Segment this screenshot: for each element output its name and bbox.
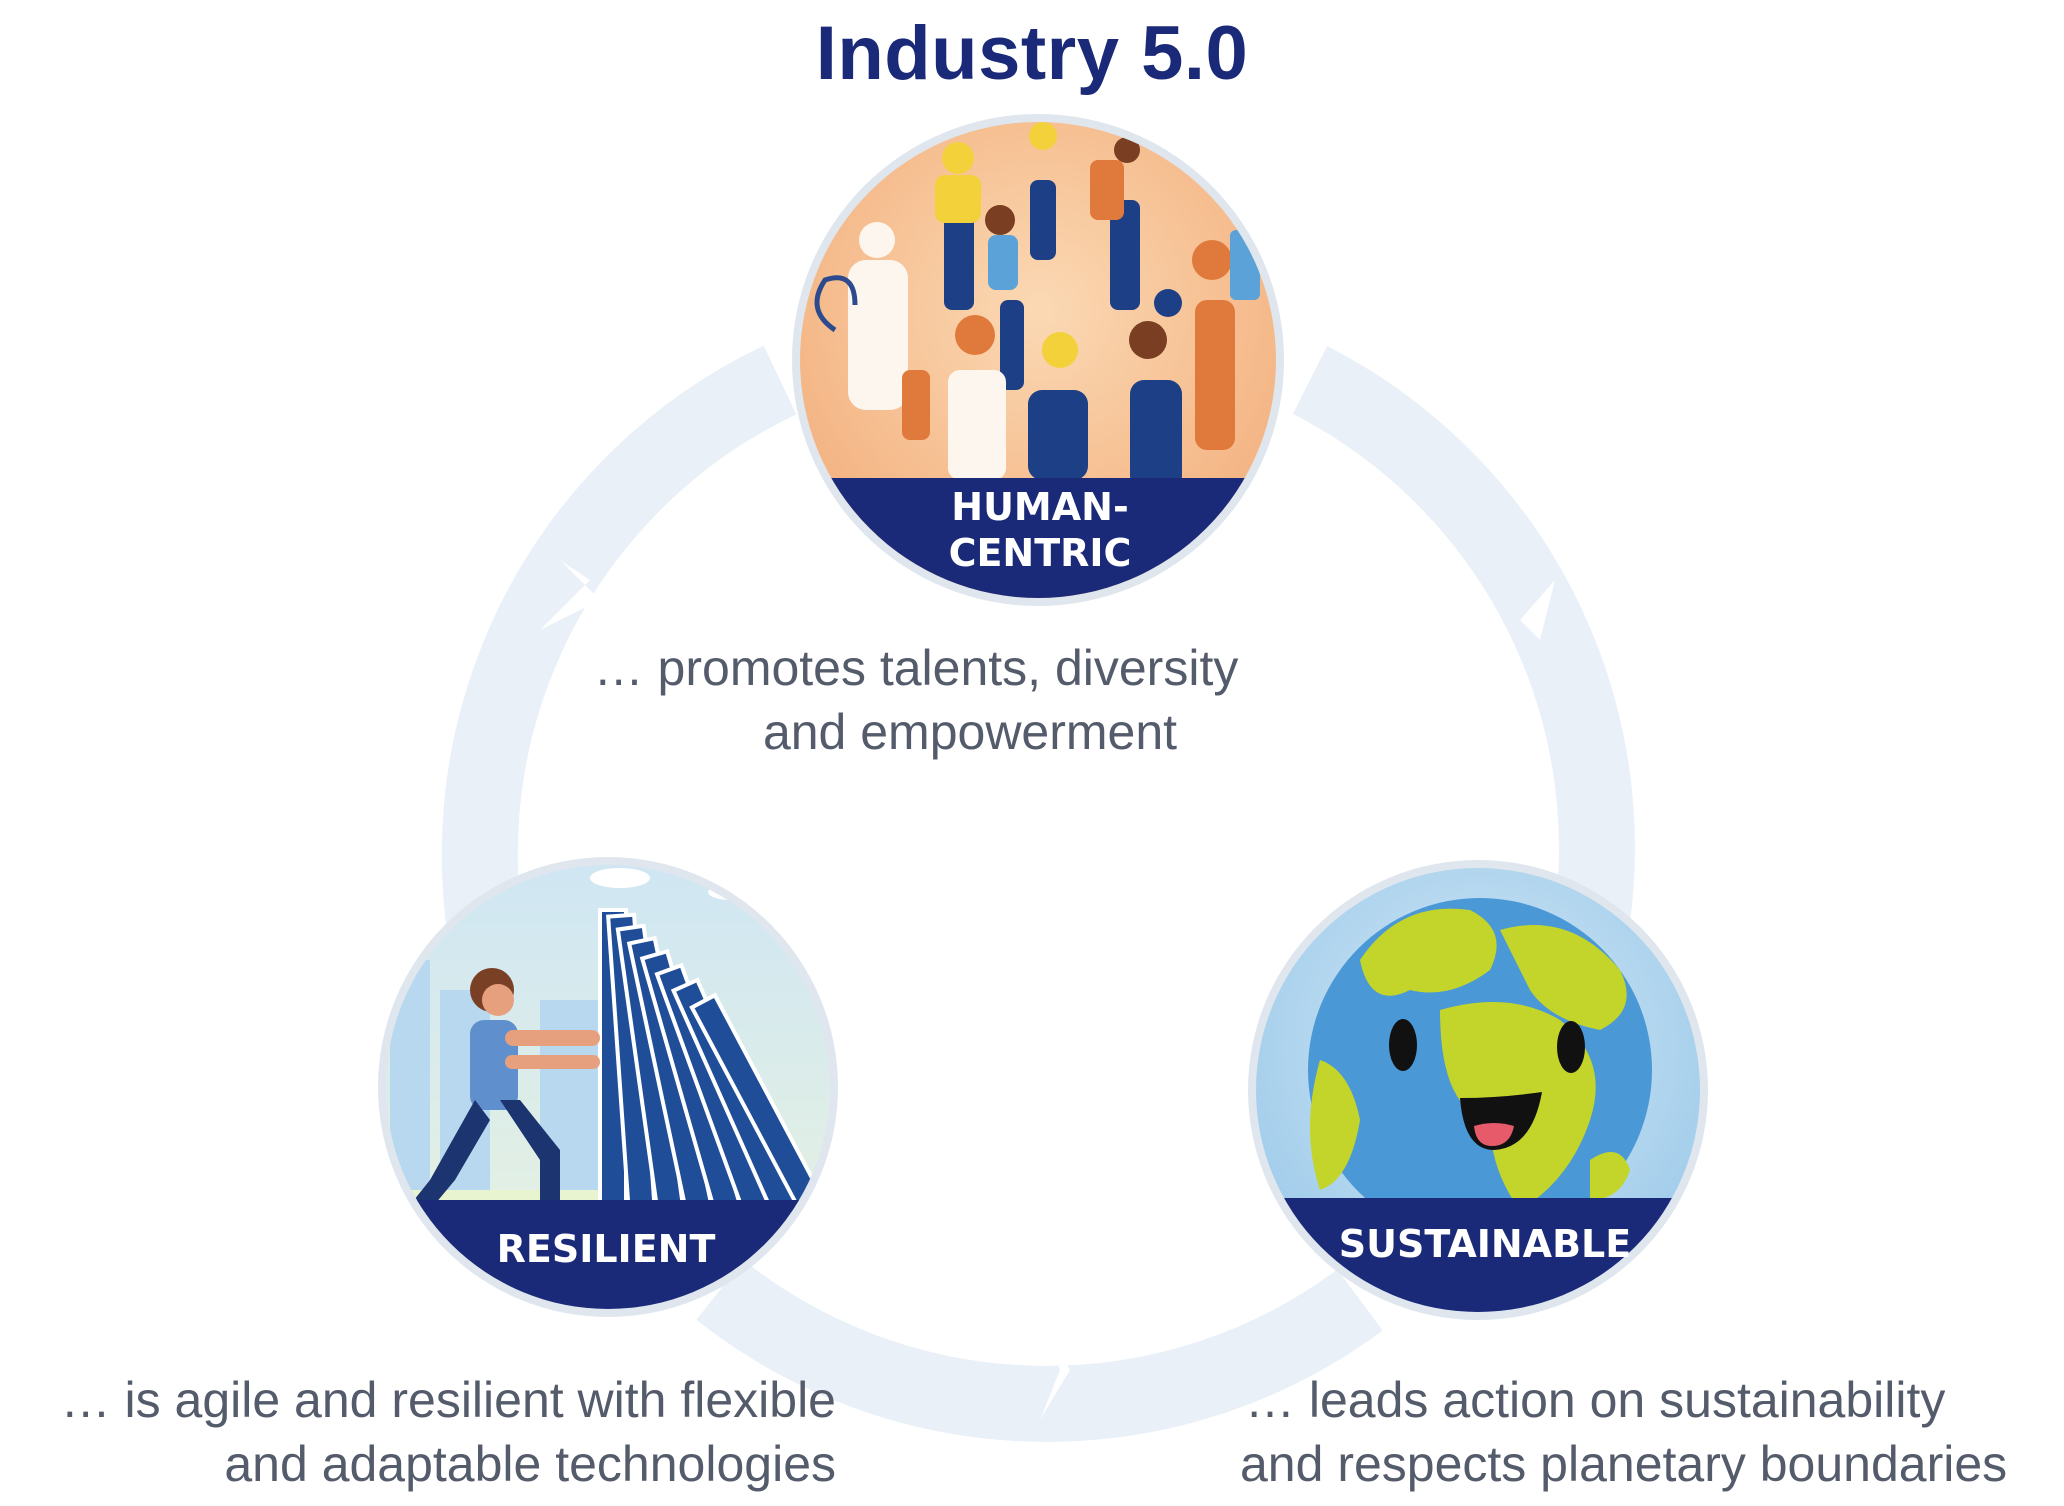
human-centric-description: … promotes talents, diversity and empowe… [520,636,1420,764]
resilient-desc-line1: … is agile and resilient with flexible [60,1372,836,1428]
resilient-badge: RESILIENT [378,857,838,1317]
smiling-earth-illustration [1308,898,1652,1242]
resilient-label: RESILIENT [497,1227,716,1271]
chevron-icon [1500,580,1555,640]
chevron-icon [540,560,600,630]
sustainable-badge: SUSTAINABLE [1248,860,1708,1320]
person-pushing-dominoes-illustration [386,868,830,1230]
sustainable-description: … leads action on sustainability and res… [1240,1368,2060,1496]
sustainable-label: SUSTAINABLE [1339,1222,1631,1266]
chevron-icon [1040,1320,1070,1420]
cycle-arrow-bottom [696,1260,1383,1442]
resilient-desc-line2: and adaptable technologies [224,1436,836,1492]
cycle-arrow-right [1292,346,1635,990]
sustainable-desc-line2: and respects planetary boundaries [1240,1436,2008,1492]
resilient-description: … is agile and resilient with flexible a… [0,1368,836,1496]
human-centric-desc-line2: and empowerment [762,704,1178,760]
human-centric-badge: HUMAN- CENTRIC [792,114,1284,606]
sustainable-desc-line1: … leads action on sustainability [1245,1372,1946,1428]
human-centric-label-line2: CENTRIC [949,531,1132,575]
diverse-workers-illustration [814,122,1260,490]
human-centric-label-line1: HUMAN- [951,485,1128,529]
human-centric-desc-line1: … promotes talents, diversity [593,640,1239,696]
diagram-title: Industry 5.0 [815,11,1249,96]
